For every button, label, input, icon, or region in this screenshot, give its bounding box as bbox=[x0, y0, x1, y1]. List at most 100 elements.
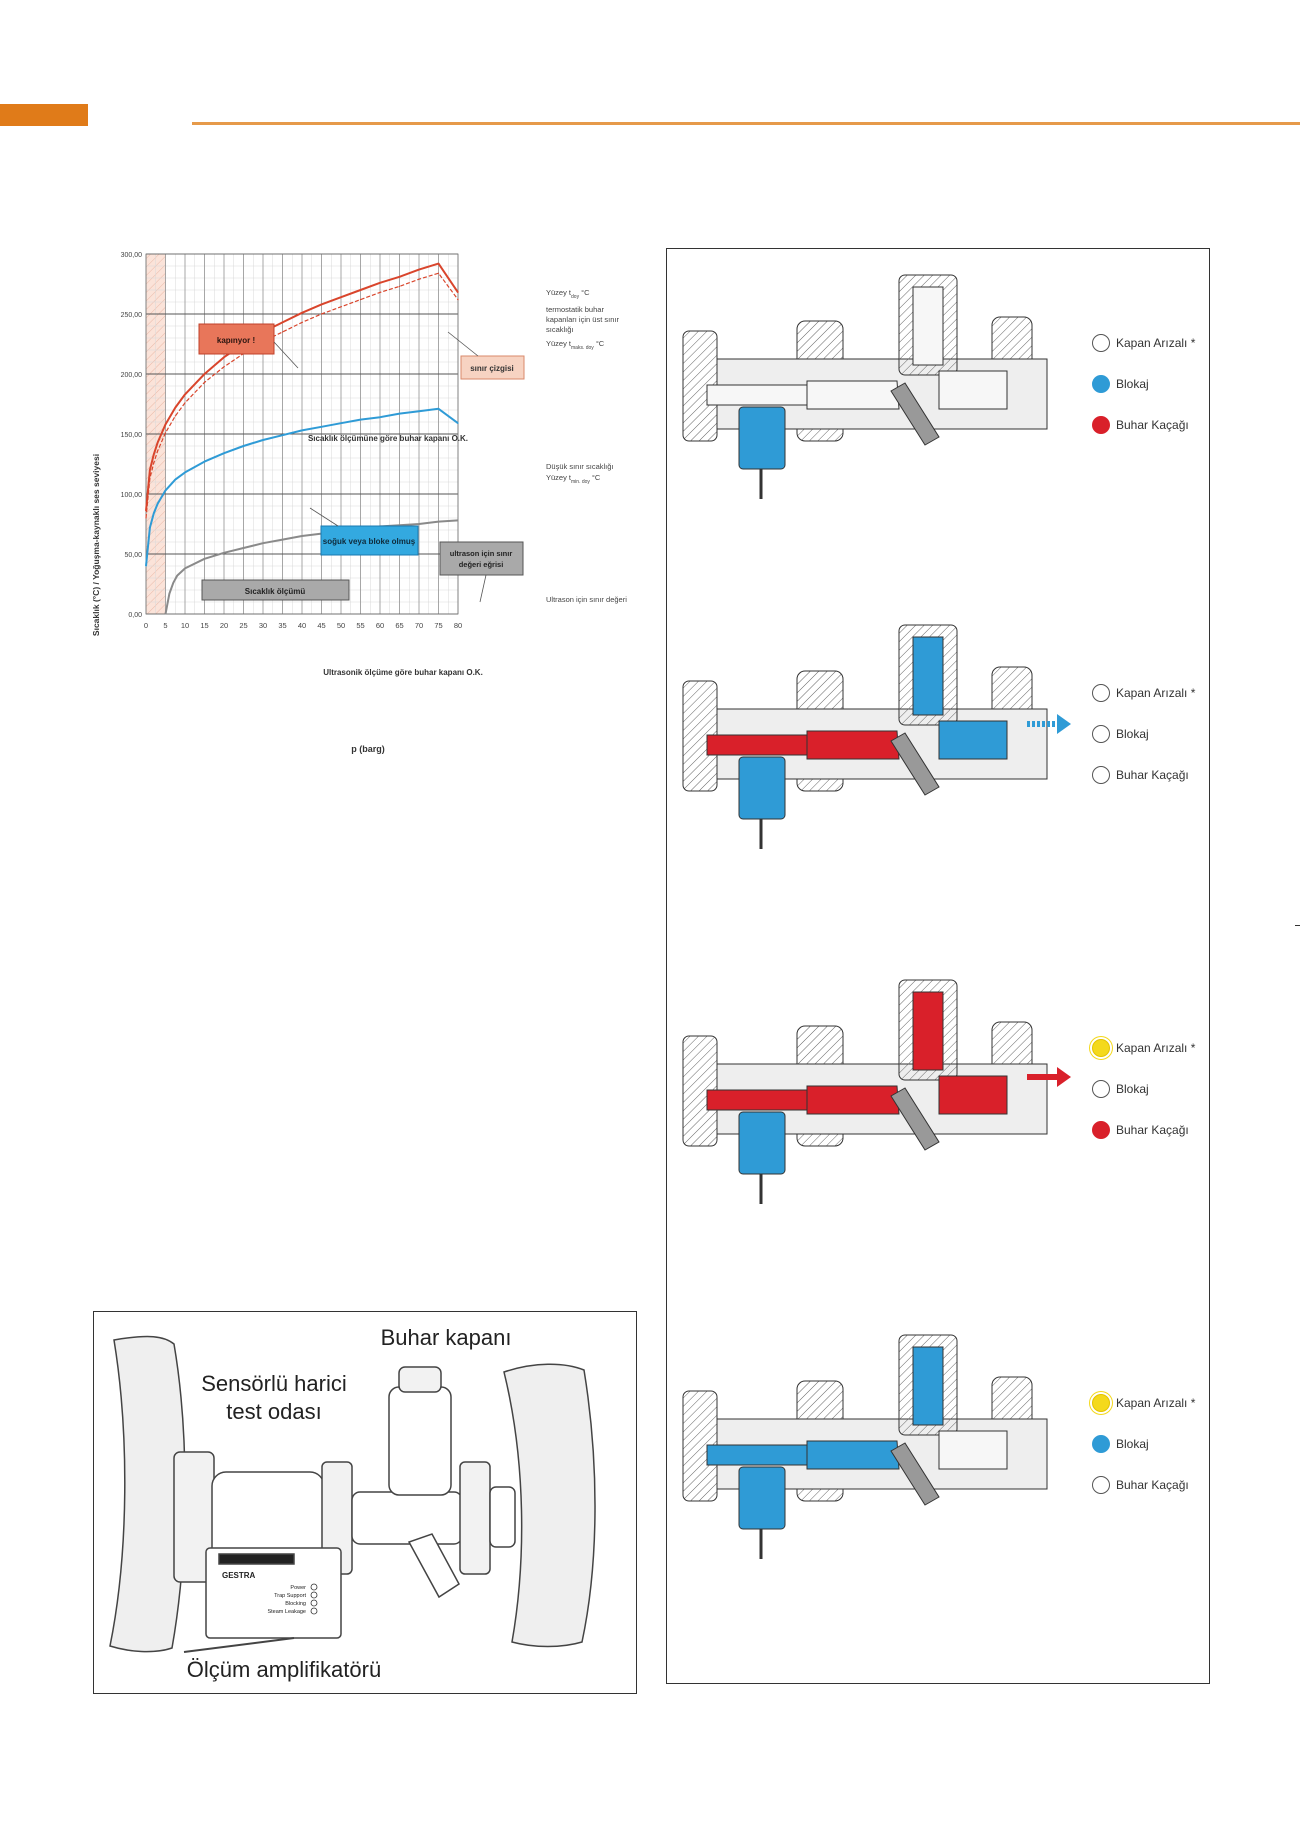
status-indicator-icon bbox=[1092, 375, 1110, 393]
legend-item: Kapan Arızalı * bbox=[1092, 331, 1195, 355]
series-point-1 bbox=[340, 296, 342, 298]
legend-label: Kapan Arızalı * bbox=[1116, 1396, 1196, 1410]
chamber-label-2: test odası bbox=[226, 1399, 322, 1424]
sinir-cizgisi-pointer bbox=[447, 331, 479, 357]
x-tick-label: 0 bbox=[144, 621, 148, 630]
series-point-2 bbox=[320, 313, 323, 315]
plot-frame bbox=[145, 253, 459, 615]
series-point-3 bbox=[145, 565, 147, 567]
series-point-4 bbox=[176, 575, 178, 577]
header-rule bbox=[192, 122, 1300, 125]
series-point-4 bbox=[437, 521, 440, 523]
series-point-2 bbox=[418, 278, 420, 280]
series-point-2 bbox=[203, 381, 206, 383]
series-point-1 bbox=[379, 282, 381, 284]
legend-item: Blokaj bbox=[1092, 1077, 1149, 1101]
y-tick-label: 200,00 bbox=[121, 372, 143, 379]
amplifier-led-4 bbox=[310, 1607, 318, 1615]
series-point-3 bbox=[359, 419, 362, 421]
soguk-box bbox=[320, 525, 419, 556]
left-pipe-bend bbox=[109, 1335, 186, 1653]
header-accent-block bbox=[0, 104, 88, 126]
series-point-4 bbox=[223, 552, 225, 554]
right-label-term-2: kapanları için üst sınır bbox=[546, 315, 619, 324]
x-axis-label: p (barg) bbox=[351, 744, 385, 754]
mid-pipe bbox=[351, 1491, 463, 1545]
series-point-4 bbox=[172, 582, 174, 584]
status-indicator-icon bbox=[1092, 416, 1110, 434]
x-tick-label: 20 bbox=[220, 621, 228, 630]
series-point-3 bbox=[457, 422, 459, 424]
right-label-yuzey-tmin: Yüzey tmin. doy°C bbox=[546, 473, 601, 485]
right-label-term-1: termostatik buhar bbox=[546, 305, 604, 314]
series-point-2 bbox=[457, 299, 459, 301]
ultrason-egri-pointer bbox=[479, 574, 487, 603]
right-label-yuzey-tdoy: Yüzey tdoy°C bbox=[546, 288, 590, 300]
trap-cutaway-1 bbox=[682, 274, 1048, 499]
series-point-2 bbox=[281, 331, 284, 333]
series-point-2 bbox=[174, 415, 176, 417]
sinir-cizgisi-label: sınır çizgisi bbox=[470, 364, 514, 373]
x-tick-label: 50 bbox=[337, 621, 345, 630]
series-point-2 bbox=[437, 272, 440, 274]
right-connector bbox=[489, 1486, 516, 1548]
series-point-3 bbox=[379, 416, 381, 418]
installation-diagram-panel: GESTRA Power Trap Support Blocking Steam… bbox=[93, 1311, 637, 1694]
chamber-label-1: Sensörlü harici bbox=[201, 1371, 347, 1396]
y-tick-label: 250,00 bbox=[121, 312, 143, 319]
series-point-1 bbox=[359, 289, 362, 291]
series-point-2 bbox=[157, 450, 159, 452]
legend-label: Blokaj bbox=[1116, 1082, 1149, 1096]
y-tick-label: 300,00 bbox=[121, 252, 143, 259]
ultrason-egri-label-1: ultrason için sınır bbox=[450, 549, 513, 558]
series-point-3 bbox=[398, 413, 401, 415]
installation-drawing: GESTRA Power Trap Support Blocking Steam… bbox=[109, 1335, 596, 1653]
legend-label: Kapan Arızalı * bbox=[1116, 686, 1196, 700]
legend-label: Buhar Kaçağı bbox=[1116, 1123, 1189, 1137]
series-point-4 bbox=[281, 539, 284, 541]
sinir-cizgisi-box bbox=[460, 355, 525, 380]
sicaklik-ok-text: Sıcaklık ölçümüne göre buhar kapanı O.K. bbox=[308, 434, 468, 443]
series-point-1 bbox=[457, 291, 459, 293]
amplifier-row-leakage: Steam Leakage bbox=[267, 1609, 306, 1615]
legend-item: Buhar Kaçağı bbox=[1092, 763, 1189, 787]
x-tick-label: 80 bbox=[454, 621, 462, 630]
series-point-1 bbox=[223, 356, 225, 358]
kapiyor-label: kapınyor ! bbox=[217, 336, 255, 345]
series-point-1 bbox=[437, 263, 440, 265]
y-tick-label: 100,00 bbox=[121, 492, 143, 499]
legend-item: Buhar Kaçağı bbox=[1092, 413, 1189, 437]
legend-label: Kapan Arızalı * bbox=[1116, 336, 1196, 350]
ultrason-egri-box bbox=[439, 541, 524, 576]
status-indicator-icon bbox=[1092, 725, 1110, 743]
legend-item: Blokaj bbox=[1092, 372, 1149, 396]
kapiyor-box bbox=[198, 323, 275, 355]
series-point-4 bbox=[262, 542, 264, 544]
series-point-1 bbox=[153, 453, 155, 455]
series-point-1 bbox=[398, 276, 401, 278]
amplifier-box bbox=[205, 1547, 342, 1639]
x-tick-label: 55 bbox=[356, 621, 364, 630]
series-point-1 bbox=[418, 269, 420, 271]
legend-item: Buhar Kaçağı bbox=[1092, 1118, 1189, 1142]
series-point-4 bbox=[242, 547, 245, 549]
series-point-2 bbox=[184, 402, 186, 404]
status-indicator-icon bbox=[1092, 1121, 1110, 1139]
ultrasonik-ok-text: Ultrasonik ölçüme göre buhar kapanı O.K. bbox=[323, 668, 483, 677]
amplifier-label-strip bbox=[218, 1553, 295, 1565]
series-point-3 bbox=[320, 426, 323, 428]
soguk-label: soğuk veya bloke olmuş bbox=[323, 537, 416, 546]
y-tick-label: 150,00 bbox=[121, 432, 143, 439]
series-point-4 bbox=[418, 523, 420, 525]
series-point-2 bbox=[153, 462, 155, 464]
x-tick-label: 60 bbox=[376, 621, 384, 630]
y-tick-label: 0,00 bbox=[128, 612, 142, 619]
right-label-ultrason: Ultrason için sınır değeri bbox=[546, 595, 627, 604]
edge-mark bbox=[1295, 925, 1300, 926]
series-point-2 bbox=[379, 291, 381, 293]
